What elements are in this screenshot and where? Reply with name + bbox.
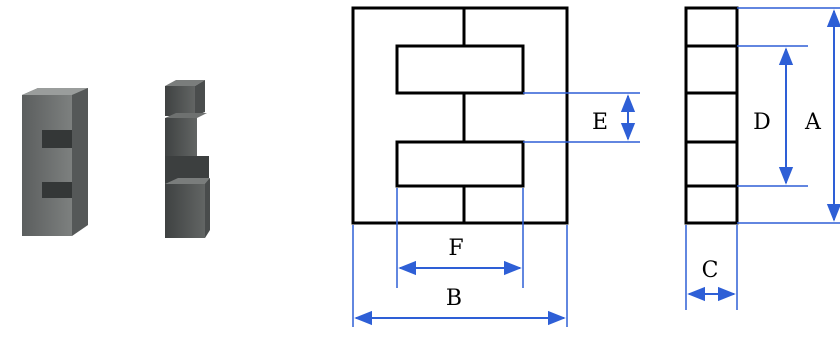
label-f: F: [448, 236, 463, 261]
upper-window: [395, 44, 525, 95]
label-b: B: [446, 286, 462, 311]
e-core-right-piece: [165, 80, 210, 238]
label-c: C: [702, 258, 719, 283]
dimension-lines: [352, 7, 840, 327]
side-view: [684, 6, 739, 225]
dimension-arrows: [354, 9, 840, 326]
outer-frame: [351, 6, 569, 225]
dimension-labels: E D A F B C: [438, 105, 828, 312]
front-view: [351, 6, 569, 225]
label-d: D: [753, 110, 771, 135]
label-a: A: [804, 110, 822, 135]
lower-window: [395, 140, 525, 188]
label-e: E: [592, 110, 608, 135]
core-photo: [22, 80, 210, 238]
e-core-left-piece: [22, 88, 88, 236]
side-frame: [684, 6, 739, 225]
